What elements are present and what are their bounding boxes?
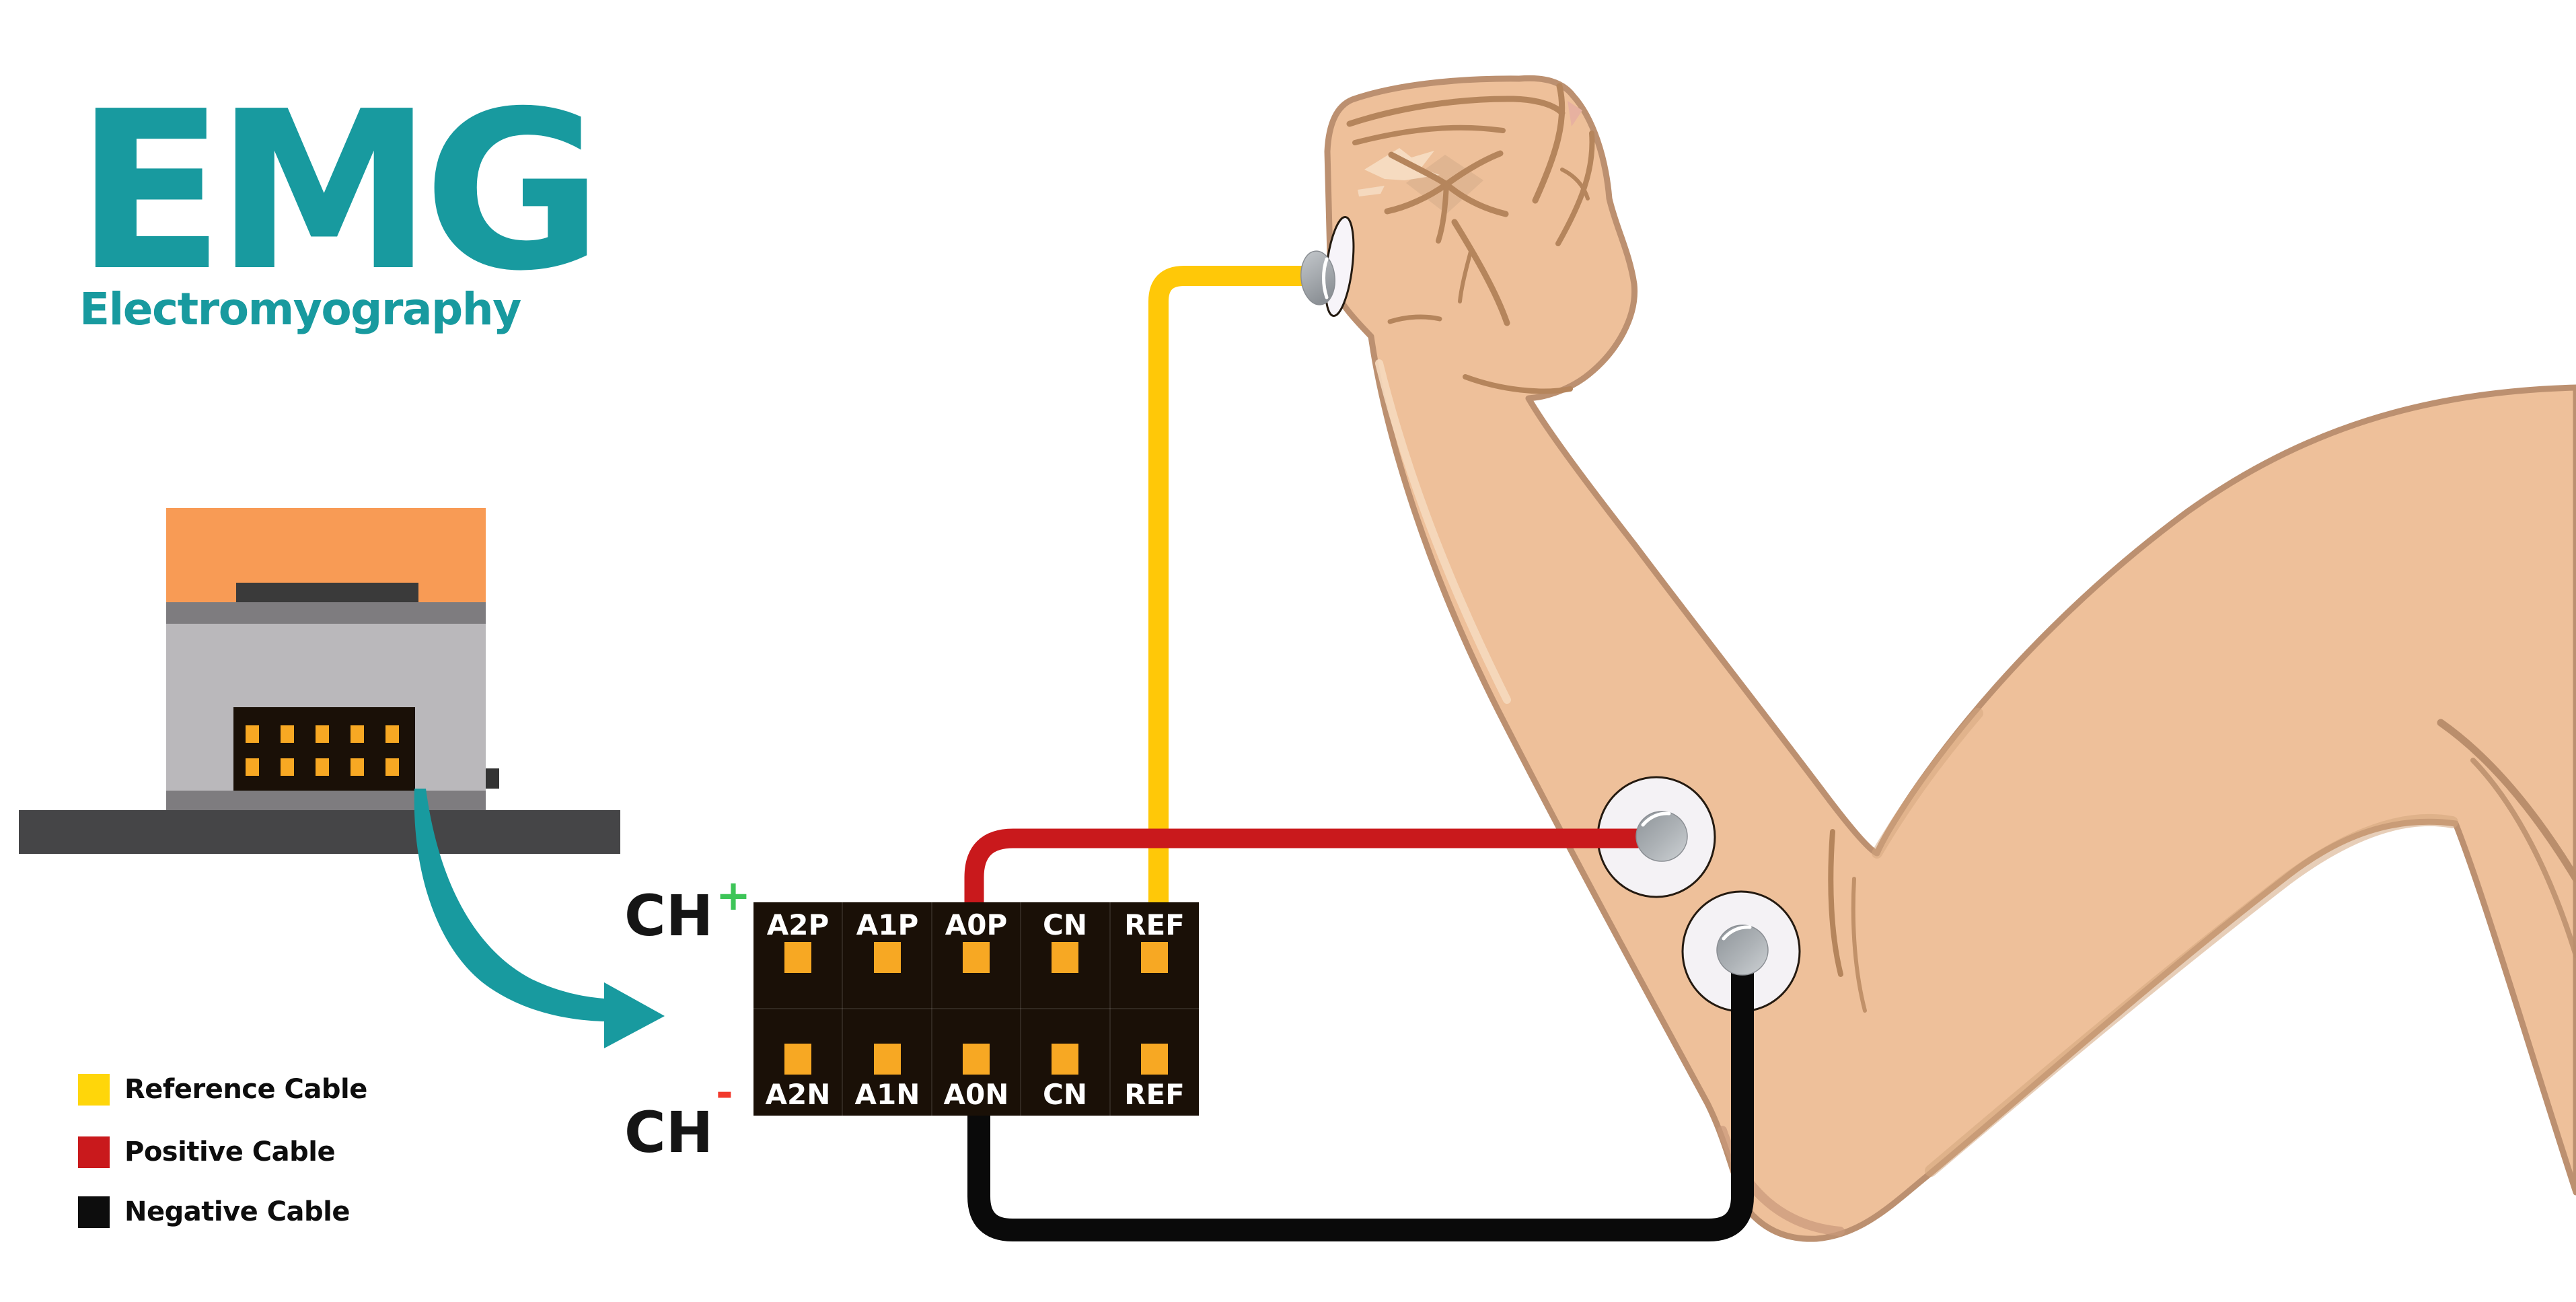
channel-positive-label: CH + [624,871,751,949]
legend-label: Positive Cable [124,1136,336,1167]
arm-illustration [1324,75,2576,1242]
svg-text:-: - [716,1068,733,1117]
pin-label-cn-top: CN [1043,908,1087,941]
pin-label-ref-top: REF [1124,908,1185,941]
connector-pins-top [784,942,1168,973]
legend-label: Negative Cable [124,1196,351,1227]
elbow-creases [1828,829,1867,1013]
page-title: EMG [75,64,603,319]
connector-grid-lines [753,902,1199,1116]
device-base [19,810,620,854]
hand-highlight-streak [1358,186,1385,196]
negative-cable [967,950,1754,1241]
fist-illustration [1346,83,1595,394]
negative-cable-swatch [78,1196,110,1228]
curved-arrow-icon [414,789,665,1048]
channel-negative-label: CH - [624,1068,733,1165]
connector-pins-bottom [784,1044,1168,1075]
pin-label-a0n: A0N [944,1078,1009,1111]
svg-text:+: + [716,871,751,920]
legend-item-negative: Negative Cable [78,1196,351,1228]
pin-label-a2p: A2P [767,908,830,941]
pin-label-a1p: A1P [856,908,919,941]
device-band-bottom [166,791,486,810]
pin-label-ref-bottom: REF [1124,1078,1185,1111]
svg-text:CH: CH [624,883,713,949]
knuckle-patch [1568,101,1582,126]
pin-label-cn-bottom: CN [1043,1078,1087,1111]
connector-block: A2P A1P A0P CN REF A2N A1N A0N CN REF [753,902,1199,1116]
page-subtitle: Electromyography [79,283,521,335]
device-connector [233,707,415,791]
pin-label-a0p: A0P [945,908,1008,941]
legend-item-positive: Positive Cable [78,1136,336,1168]
positive-cable [964,828,1647,908]
device-slot [236,583,418,602]
emg-device-illustration [19,508,620,854]
arm-shading [1375,359,2458,1236]
fist-creases [1346,83,1595,394]
connector-labels-bottom: A2N A1N A0N CN REF [766,1078,1185,1111]
reference-electrode-snap [1300,250,1335,305]
negative-electrode-snap [1716,925,1769,976]
armpit-creases [2437,719,2576,958]
svg-text:CH: CH [624,1099,713,1165]
positive-cable-swatch [78,1136,110,1168]
reference-cable-swatch [78,1073,110,1106]
pin-label-a1n: A1N [855,1078,920,1111]
device-band-top [166,602,486,624]
pin-label-a2n: A2N [766,1078,831,1111]
reference-cable [1148,266,1317,908]
legend-label: Reference Cable [124,1074,367,1105]
connector-labels-top: A2P A1P A0P CN REF [767,908,1185,941]
arm-silhouette [1324,75,2576,1242]
legend-item-reference: Reference Cable [78,1073,367,1106]
positive-electrode-snap [1635,811,1688,862]
device-side-tab [486,768,499,789]
